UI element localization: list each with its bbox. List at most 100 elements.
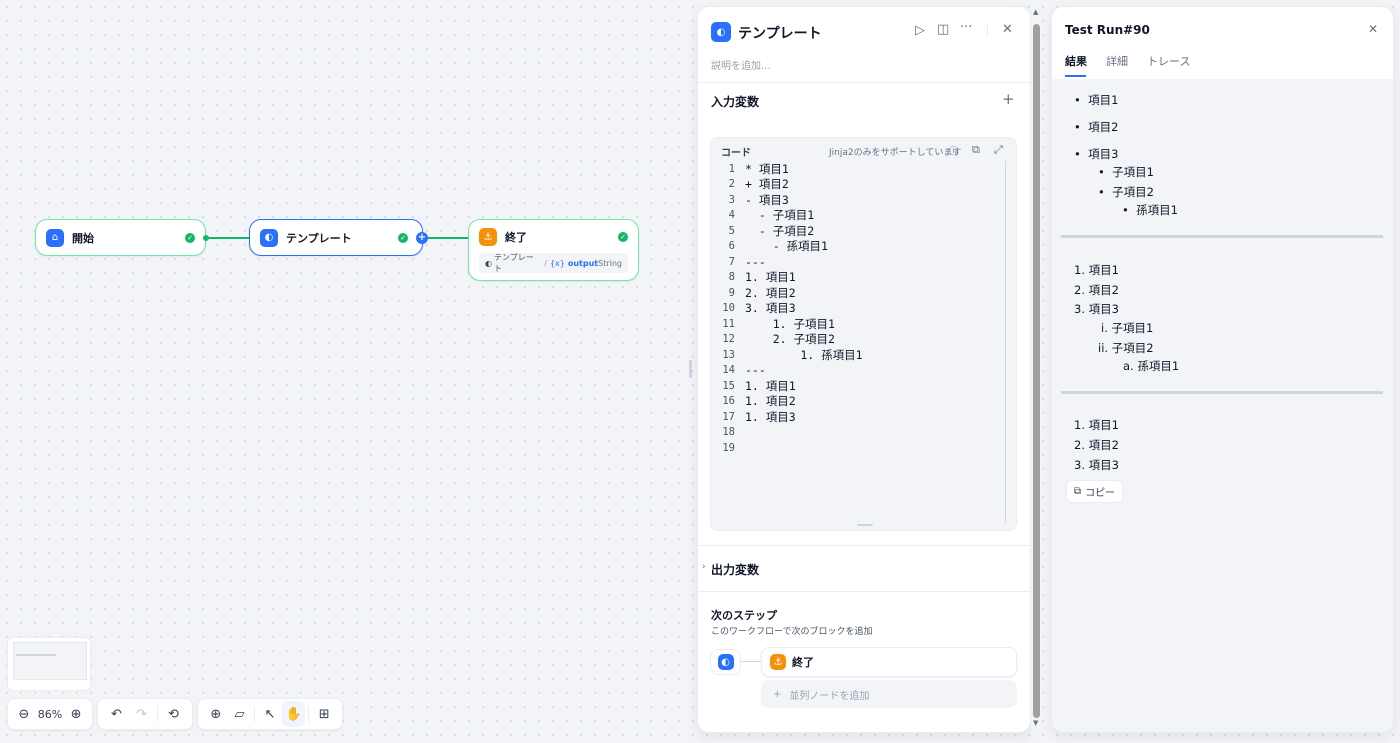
add-parallel-node-button[interactable]: + 並列ノードを追加 — [761, 680, 1017, 708]
output-variables-label[interactable]: 出力変数 — [711, 563, 760, 577]
test-run-panel: Test Run#90 ✕ 結果 詳細 トレース • 項目1 • 項目2 • 項… — [1051, 6, 1394, 733]
zoom-out-icon[interactable]: ⊖ — [18, 706, 30, 722]
zoom-controls: ⊖ 86% ⊕ — [7, 698, 93, 730]
close-icon[interactable]: ✕ — [1002, 22, 1013, 37]
add-node-icon[interactable]: ⊕ — [210, 706, 222, 722]
pointer-icon[interactable]: ↖ — [264, 706, 276, 722]
description-input[interactable]: 説明を追加... — [711, 61, 771, 72]
close-icon[interactable]: ✕ — [1368, 22, 1379, 36]
code-line: 11 1. 子項目1 — [722, 316, 835, 331]
code-line: 13 1. 孫項目1 — [722, 347, 863, 362]
end-node[interactable]: ⚓ 終了 ✓ ◐ テンプレート / {x} output String — [468, 219, 639, 281]
code-line: 19 — [722, 441, 735, 454]
chevron-right-icon[interactable]: › — [702, 562, 706, 572]
code-line: 18 — [722, 426, 735, 439]
code-line: 12 2. 子項目2 — [722, 332, 835, 347]
expand-icon[interactable]: ⤢ — [994, 143, 1003, 156]
var-name: output — [567, 258, 599, 268]
template-node[interactable]: ◐ テンプレート ✓ — [249, 219, 423, 256]
output-variable-row: ◐ テンプレート / {x} output String — [479, 253, 628, 273]
code-editor[interactable]: コード Jinja2のみをサポートしています ⓘ ⧉ ⤢ 1* 項目1 2+ 項… — [710, 137, 1017, 531]
tab-result[interactable]: 結果 — [1065, 55, 1087, 68]
list-item: • 孫項目1 — [1122, 203, 1178, 217]
template-icon: ◐ — [717, 654, 734, 670]
history-icon[interactable]: ⟲ — [168, 706, 179, 722]
tab-result-underline — [1065, 75, 1086, 77]
start-node[interactable]: ⌂ 開始 ✓ — [35, 219, 206, 256]
list-item: • 項目1 — [1074, 93, 1119, 107]
scroll-down-icon[interactable]: ▼ — [1033, 719, 1039, 727]
var-type: String — [598, 258, 622, 268]
run-icon[interactable]: ▷ — [915, 23, 925, 38]
add-next-node-icon[interactable]: + — [416, 232, 428, 244]
list-item: ii. 子項目2 — [1098, 341, 1154, 355]
redo-icon[interactable]: ↷ — [136, 706, 147, 722]
success-check-icon: ✓ — [185, 232, 195, 243]
code-line: 14--- — [722, 363, 766, 378]
template-small-icon: ◐ — [485, 258, 492, 268]
list-item: 3. 項目3 — [1074, 302, 1119, 316]
list-item: 1. 項目1 — [1074, 418, 1119, 432]
current-node-badge: ◐ — [710, 649, 741, 675]
undo-icon[interactable]: ↶ — [111, 706, 122, 722]
scrollbar-thumb[interactable] — [1033, 24, 1040, 718]
zoom-in-icon[interactable]: ⊕ — [70, 706, 82, 722]
panel-scrollbar[interactable]: ▲ ▼ — [1031, 6, 1042, 733]
more-icon[interactable]: ··· — [960, 20, 973, 35]
zoom-level[interactable]: 86% — [37, 707, 63, 721]
minimap[interactable] — [7, 637, 91, 691]
code-lines: 1* 項目1 2+ 項目2 3- 項目3 4 - 子項目1 5 - 子項目2 6… — [711, 161, 1005, 516]
list-item: 3. 項目3 — [1074, 458, 1119, 472]
add-variable-icon[interactable]: + — [1002, 90, 1015, 108]
next-step-title: 次のステップ — [711, 609, 777, 622]
tab-detail[interactable]: 詳細 — [1106, 55, 1128, 68]
list-item: • 子項目1 — [1098, 165, 1154, 179]
success-check-icon: ✓ — [618, 232, 628, 242]
code-line: 7--- — [728, 254, 766, 269]
list-item: • 項目3 — [1074, 147, 1119, 161]
editor-resize-handle[interactable] — [857, 524, 873, 526]
next-node-card[interactable]: ⚓ 終了 — [761, 647, 1017, 677]
list-item: • 項目2 — [1074, 120, 1119, 134]
next-step-description: このワークフローで次のブロックを追加 — [711, 627, 873, 637]
var-prefix: {x} — [549, 258, 565, 268]
copy-button[interactable]: ⧉ コピー — [1066, 480, 1123, 503]
hand-icon[interactable]: ✋ — [281, 701, 306, 727]
add-note-icon[interactable]: ▱ — [234, 706, 245, 722]
code-label: コード — [721, 148, 751, 159]
home-icon: ⌂ — [46, 228, 64, 247]
flag-icon: ⚓ — [770, 654, 786, 670]
list-item: 2. 項目2 — [1074, 283, 1119, 297]
copy-code-icon[interactable]: ⧉ — [972, 143, 980, 156]
test-run-title: Test Run#90 — [1065, 23, 1150, 37]
layout-icon[interactable]: ⊞ — [318, 706, 330, 722]
panel-layout-icon[interactable]: ◫ — [937, 22, 950, 37]
help-icon[interactable]: ⓘ — [949, 147, 959, 157]
workflow-canvas[interactable]: ⌂ 開始 ✓ ◐ テンプレート ✓ + ⚓ 終了 ✓ ◐ テンプレート / {x… — [0, 0, 690, 743]
editor-scrollbar[interactable] — [1005, 161, 1006, 523]
code-line: 1* 項目1 — [728, 161, 789, 176]
code-line: 3- 項目3 — [728, 192, 789, 207]
edge-start-template — [206, 237, 250, 239]
code-line: 2+ 項目2 — [728, 177, 789, 192]
next-node-label: 終了 — [792, 656, 814, 669]
plus-icon: + — [773, 688, 782, 700]
start-node-title: 開始 — [72, 231, 94, 245]
panel-title[interactable]: テンプレート — [738, 26, 822, 42]
scroll-up-icon[interactable]: ▲ — [1033, 8, 1039, 16]
list-item: • 子項目2 — [1098, 185, 1154, 199]
template-icon: ◐ — [260, 228, 278, 247]
template-icon: ◐ — [711, 22, 731, 42]
clipboard-icon: ⧉ — [1073, 486, 1082, 497]
divider — [1061, 235, 1383, 238]
code-line: 6 - 孫項目1 — [728, 239, 828, 254]
minimap-nodes — [16, 654, 56, 656]
tab-trace[interactable]: トレース — [1147, 55, 1191, 68]
panel-resize-handle[interactable] — [689, 360, 692, 378]
var-source: テンプレート — [493, 253, 534, 273]
